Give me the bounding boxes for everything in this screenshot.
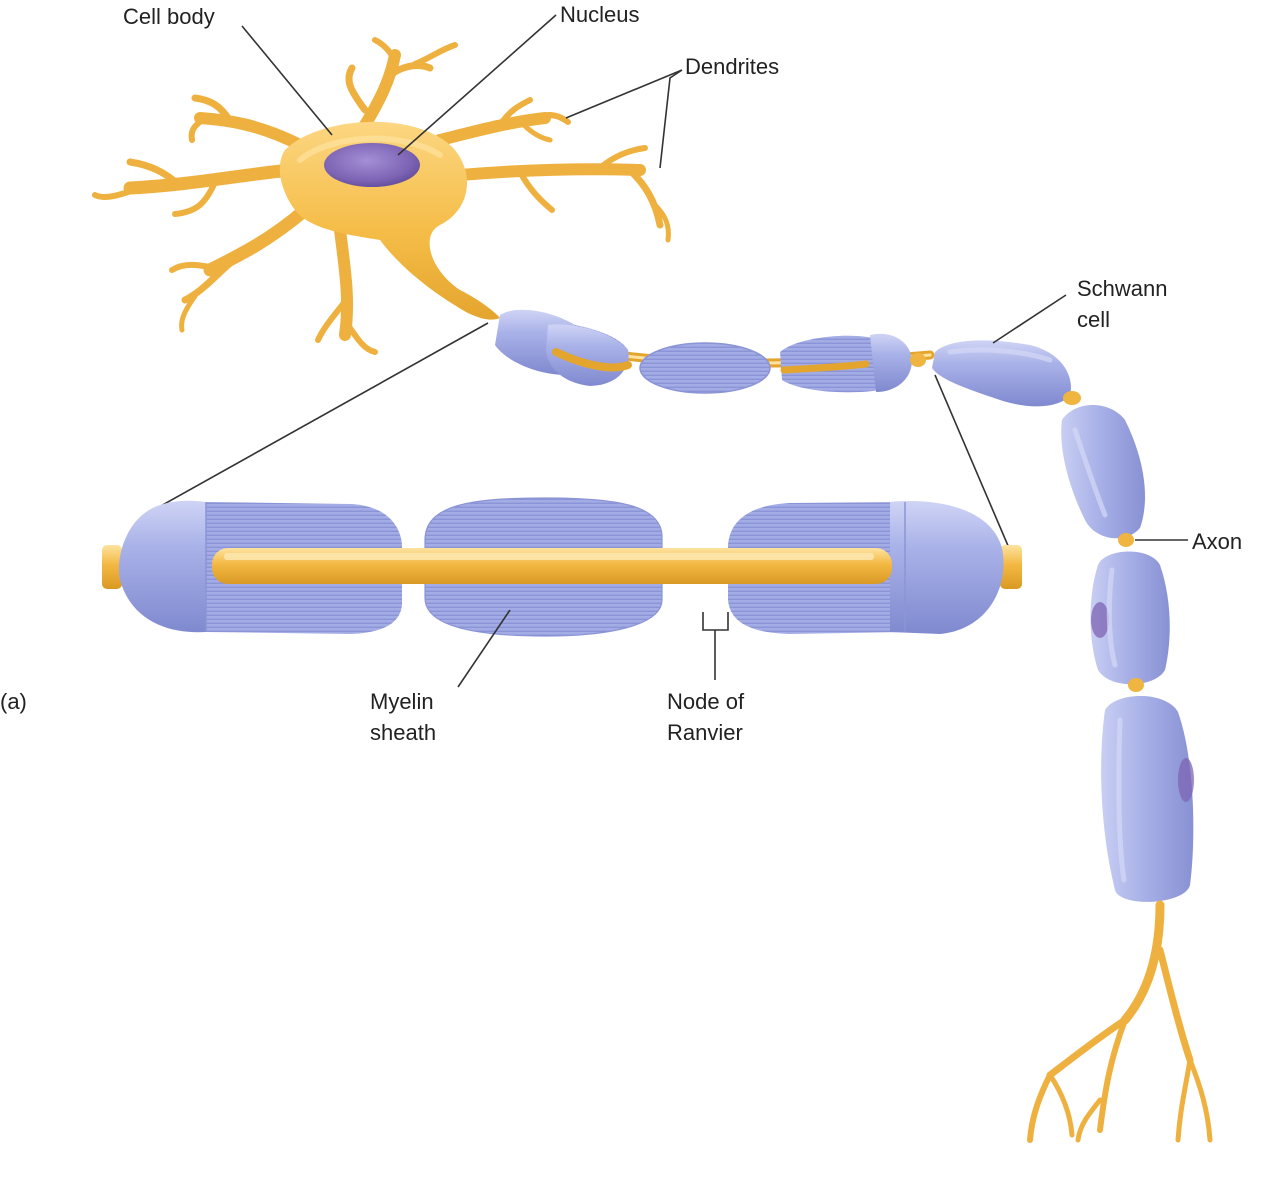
labels: Cell body Nucleus Dendrites Schwann cell… bbox=[0, 2, 1242, 745]
label-schwann-line2: cell bbox=[1077, 307, 1110, 332]
myelin-segment bbox=[546, 324, 632, 386]
leader-lines bbox=[241, 14, 1188, 541]
nucleus bbox=[324, 143, 420, 187]
label-dendrites: Dendrites bbox=[685, 54, 779, 79]
myelin-cap-left bbox=[118, 500, 206, 633]
myelin-segment bbox=[639, 342, 771, 394]
node-bracket bbox=[702, 612, 729, 631]
label-node-line1: Node of bbox=[667, 689, 745, 714]
myelin-cap-right bbox=[890, 501, 1004, 634]
axon-node bbox=[1118, 533, 1134, 547]
axon-terminals bbox=[1027, 900, 1213, 1143]
myelin-segment bbox=[1061, 405, 1145, 539]
label-myelin-line2: sheath bbox=[370, 720, 436, 745]
zoom-line-right bbox=[934, 374, 1013, 556]
zoom-line-left bbox=[149, 322, 489, 513]
myelin-segment bbox=[780, 333, 912, 393]
myelin-segment bbox=[1101, 696, 1194, 902]
label-myelin-line1: Myelin bbox=[370, 689, 434, 714]
dendrites bbox=[92, 37, 671, 355]
label-node-line2: Ranvier bbox=[667, 720, 743, 745]
right-axon-chain bbox=[932, 340, 1213, 1143]
label-cell-body: Cell body bbox=[123, 4, 215, 29]
cell-body-group bbox=[92, 37, 671, 355]
upper-axon bbox=[495, 309, 935, 394]
label-axon: Axon bbox=[1192, 529, 1242, 554]
enlarged-myelin-view bbox=[102, 322, 1022, 688]
label-nucleus: Nucleus bbox=[560, 2, 639, 27]
panel-label: (a) bbox=[0, 689, 27, 714]
label-schwann-line1: Schwann bbox=[1077, 276, 1168, 301]
